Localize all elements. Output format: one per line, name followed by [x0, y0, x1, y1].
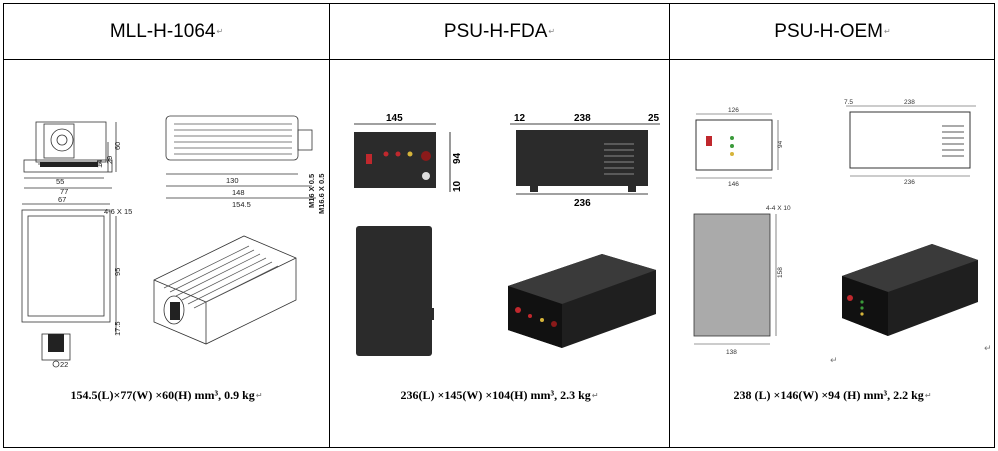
return-mark-stray-2: ↵	[984, 344, 992, 354]
fda-top-body	[356, 226, 432, 356]
mll-iso-body	[153, 235, 297, 345]
mll-front-aperture	[50, 128, 74, 152]
mll-front-base	[23, 159, 113, 173]
oem-side-body	[849, 111, 971, 169]
caption-mll: 154.5(L)×77(W) ×60(H) mm³, 0.9 kg↵	[70, 387, 263, 402]
dim-mll-95: 95	[113, 268, 122, 276]
header-divider	[4, 59, 994, 60]
dim-oem-138: 138	[726, 349, 737, 356]
dim-fda-238: 238	[574, 113, 591, 124]
dim-mll-29: 29	[105, 156, 114, 164]
dim-mll-67: 67	[58, 195, 66, 204]
dim-mll-55: 55	[56, 177, 64, 186]
return-mark-stray-1: ↵	[830, 356, 838, 366]
dim-mll-m16b: M16.6 X 0.5	[317, 174, 326, 214]
mll-iso-aperture	[163, 295, 185, 325]
dim-fda-94: 94	[452, 152, 463, 164]
oem-drawing: 126 94 146 7.5 238 236	[670, 64, 995, 374]
column-divider-2	[669, 4, 670, 447]
dim-mll-130: 130	[226, 176, 239, 185]
oem-top-body	[693, 213, 771, 337]
dim-mll-154-5: 154.5	[232, 200, 251, 209]
dim-oem-238: 238	[904, 99, 915, 106]
dim-oem-94: 94	[777, 140, 784, 148]
dim-mll-148: 148	[232, 188, 245, 197]
dim-mll-17-5: 17.5	[113, 321, 122, 336]
dim-mll-14: 14	[95, 160, 104, 168]
dim-mll-77: 77	[60, 187, 68, 196]
fda-key-switch	[421, 151, 431, 161]
fda-front-switch	[366, 154, 372, 164]
dim-mll-60: 60	[113, 142, 122, 150]
dim-oem-7-5: 7.5	[844, 99, 853, 106]
oem-technical-drawing: 126 94 146 7.5 238 236	[693, 99, 978, 356]
dim-oem-146: 146	[728, 181, 739, 188]
dim-oem-holes: 4-4 X 10	[766, 205, 791, 212]
spec-table: MLL-H-1064↵ PSU-H-FDA↵ PSU-H-OEM↵	[3, 3, 995, 448]
caption-oem: 238 (L) ×146(W) ×94 (H) mm³, 2.2 kg↵	[733, 387, 932, 402]
mll-front-body	[35, 121, 107, 163]
column-title-mll: MLL-H-1064↵	[109, 20, 224, 42]
fda-drawing: 145 94 10 12 238 25 236	[330, 64, 669, 374]
dim-oem-126: 126	[728, 107, 739, 114]
mll-top-body	[21, 209, 111, 323]
dim-fda-12: 12	[514, 113, 526, 124]
dim-mll-holes: 4-6 X 15	[104, 207, 132, 216]
dim-oem-158: 158	[777, 267, 784, 278]
dim-fda-236: 236	[574, 198, 591, 209]
dim-fda-145: 145	[386, 113, 403, 124]
fda-technical-drawing: 145 94 10 12 238 25 236	[354, 113, 660, 356]
dim-oem-236: 236	[904, 179, 915, 186]
dim-fda-10: 10	[452, 180, 463, 192]
dim-fda-25: 25	[648, 113, 660, 124]
dim-mll-22: 22	[60, 360, 68, 369]
mll-front-flange	[43, 123, 75, 159]
column-title-oem: PSU-H-OEM↵	[774, 20, 891, 42]
mll-drawing: 60 29 14 55 77 67 4-6 X 15 95 17.5 22 13…	[4, 64, 329, 374]
fda-side-body	[516, 130, 648, 186]
mll-side-body	[165, 115, 299, 161]
column-divider-1	[329, 4, 330, 447]
caption-fda: 236(L) ×145(W) ×104(H) mm³, 2.3 kg↵	[400, 387, 599, 402]
column-title-fda: PSU-H-FDA↵	[443, 20, 556, 42]
mll-side-connector	[297, 129, 313, 151]
mll-technical-drawing: 60 29 14 55 77 67 4-6 X 15 95 17.5 22 13…	[21, 115, 326, 369]
dim-mll-m16a: M16 X 0.5	[307, 174, 316, 208]
